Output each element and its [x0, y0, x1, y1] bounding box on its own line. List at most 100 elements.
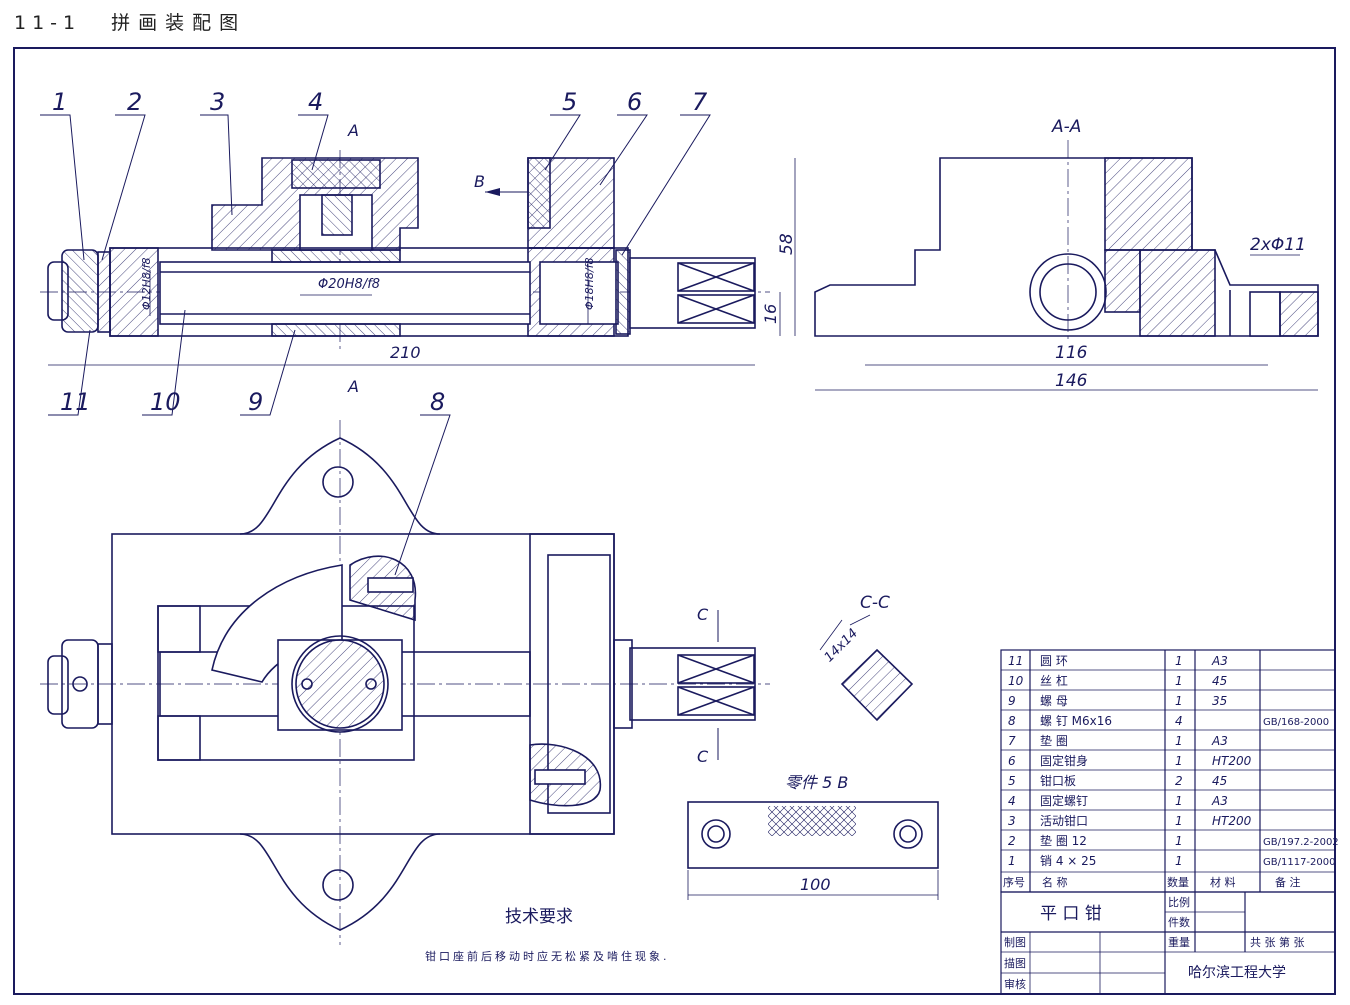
dim-phi18: Φ18H8/f8 [583, 257, 596, 310]
bom-cell-no: 8 [1008, 714, 1016, 728]
check-label: 审核 [1004, 977, 1026, 991]
part-label-1: 1 [52, 88, 67, 116]
bom-cell-name: 固定钳身 [1040, 753, 1088, 768]
dim-16: 16 [761, 304, 780, 324]
bom-cell-qty: 1 [1175, 674, 1183, 688]
bom-cell-material: 45 [1212, 774, 1227, 788]
bom-cell-name: 垫 圈 12 [1040, 833, 1087, 848]
bom-cell-qty: 1 [1175, 654, 1183, 668]
part5-view [687, 801, 939, 900]
bom-cell-remark: GB/168-2000 [1263, 717, 1329, 728]
page-title: 拼画装配图 [111, 12, 247, 34]
bom-cell-name: 螺 钉 M6x16 [1040, 714, 1112, 728]
sheets-label: 共 张 第 张 [1250, 935, 1305, 949]
bom-cell-name: 固定螺钉 [1040, 793, 1088, 808]
bom-cell-material: 45 [1212, 674, 1227, 688]
bom-cell-no: 7 [1008, 734, 1016, 748]
bom-cell-no: 3 [1008, 814, 1016, 828]
part-label-7: 7 [692, 88, 708, 116]
product-name: 平 口 钳 [1040, 904, 1102, 924]
count-label: 件数 [1168, 916, 1190, 929]
bom-cell-name: 销 4 × 25 [1040, 854, 1096, 868]
section-a-bottom: A [347, 377, 359, 396]
trace-label: 描图 [1004, 956, 1026, 970]
section-cc [819, 614, 914, 722]
bom-cell-material: A3 [1211, 734, 1228, 748]
section-a-top: A [347, 121, 359, 140]
bom-header-qty: 数量 [1167, 876, 1189, 889]
bom-cell-no: 10 [1008, 674, 1024, 688]
bom-cell-material: HT200 [1212, 814, 1252, 828]
bom-cell-remark: GB/1117-2000 [1263, 857, 1336, 868]
weight-label: 重量 [1168, 935, 1190, 949]
bom-cell-no: 4 [1008, 794, 1016, 808]
top-view [40, 420, 770, 945]
bom-cell-qty: 1 [1175, 754, 1183, 768]
tech-notes-text: 钳口座前后移动时应无松紧及啃住现象. [425, 949, 670, 963]
bom-cell-material: HT200 [1212, 754, 1252, 768]
title-block [1000, 891, 1336, 995]
bom-cell-qty: 2 [1175, 774, 1183, 788]
bom-cell-no: 9 [1008, 694, 1016, 708]
part-label-3: 3 [210, 88, 225, 116]
arrow-b-label: B [474, 172, 485, 191]
bom-cell-no: 5 [1008, 774, 1016, 788]
bom-cell-no: 1 [1008, 854, 1016, 868]
section-c-bottom: C [697, 747, 709, 766]
part-labels: 1 2 3 4 5 6 7 8 9 10 11 [52, 88, 708, 416]
section-aa-label: A-A [1051, 117, 1081, 137]
bom-header-material: 材 料 [1210, 875, 1236, 889]
dim-holes: 2xΦ11 [1250, 235, 1306, 255]
dim-14x14: 14x14 [822, 626, 861, 665]
section-c-top: C [697, 605, 709, 624]
bom-cell-qty: 1 [1175, 694, 1183, 708]
bom-cell-material: 35 [1212, 694, 1227, 708]
bom-cell-qty: 1 [1175, 834, 1183, 848]
dim-100: 100 [800, 875, 831, 894]
dim-146: 146 [1055, 371, 1088, 391]
part-label-9: 9 [248, 388, 263, 416]
bom-header-remark: 备 注 [1275, 875, 1301, 889]
bom-cell-material: A3 [1211, 654, 1228, 668]
front-view [40, 150, 781, 366]
bom-cell-name: 钳口板 [1040, 774, 1076, 788]
section-cc-label: C-C [860, 593, 890, 613]
bom-cell-no: 6 [1008, 754, 1016, 768]
bom-cell-remark: GB/197.2-2002 [1263, 837, 1339, 848]
bom-cell-qty: 1 [1175, 814, 1183, 828]
scale-label: 比例 [1168, 895, 1190, 909]
draw-label: 制图 [1004, 936, 1026, 949]
bom-header-name: 名 称 [1042, 875, 1068, 889]
bom-cell-name: 活动钳口 [1040, 814, 1088, 828]
leaders-top [40, 114, 711, 576]
bom-cell-material: A3 [1211, 794, 1228, 808]
part-label-8: 8 [430, 388, 445, 416]
top-view-labels: C C [697, 605, 709, 766]
bom-header-no: 序号 [1003, 875, 1025, 889]
dim-210: 210 [390, 343, 421, 362]
dim-phi20: Φ20H8/f8 [318, 277, 380, 292]
bom-cell-no: 2 [1008, 834, 1016, 848]
title-block-text: 平 口 钳 比例 件数 重量 共 张 第 张 制图 描图 审核 哈尔滨工程大学 [1004, 895, 1305, 991]
bom-cell-name: 垫 圈 [1040, 733, 1068, 748]
bom-cell-no: 11 [1008, 654, 1023, 668]
bom-cell-qty: 1 [1175, 854, 1183, 868]
side-view-labels: A-A 58 116 146 2xΦ11 [777, 117, 1306, 391]
part-label-10: 10 [150, 388, 181, 416]
part-label-11: 11 [60, 388, 91, 416]
bom-cell-name: 圆 环 [1040, 654, 1068, 668]
bom-cell-name: 螺 母 [1040, 694, 1068, 708]
part-label-2: 2 [127, 88, 142, 116]
tech-notes-heading: 技术要求 [505, 907, 573, 927]
drawing-frame [13, 47, 1336, 995]
part-label-6: 6 [627, 88, 642, 116]
dim-58: 58 [777, 233, 797, 255]
part-label-4: 4 [308, 88, 323, 116]
part-label-5: 5 [562, 88, 577, 116]
school-name: 哈尔滨工程大学 [1188, 965, 1286, 981]
bom-cell-qty: 1 [1175, 794, 1183, 808]
part5-view-label: 零件 5 B [785, 773, 848, 792]
